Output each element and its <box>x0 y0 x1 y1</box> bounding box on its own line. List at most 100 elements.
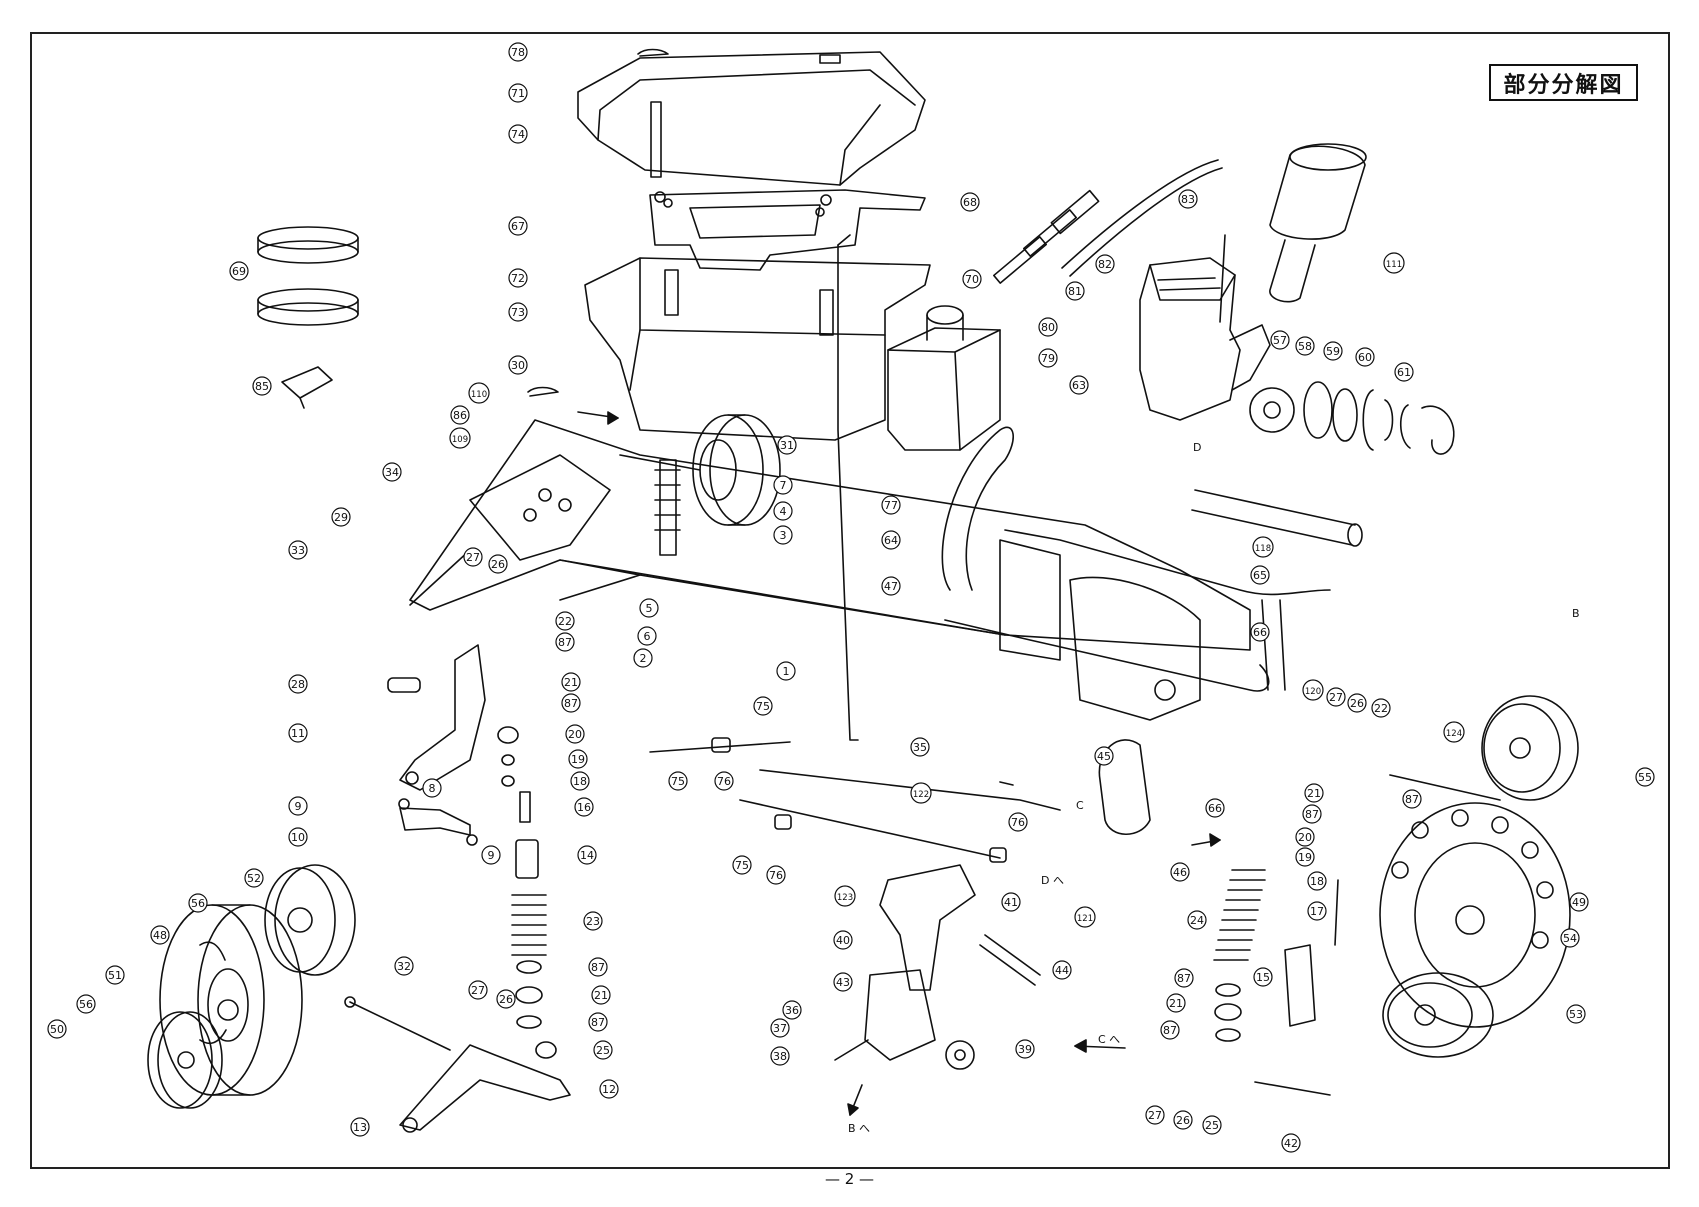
svg-text:87: 87 <box>558 636 572 649</box>
cross-reference-letters: BCD へDC へB へ <box>848 441 1580 1135</box>
callout-61: 61 <box>1394 362 1414 382</box>
callout-18: 18 <box>570 771 590 791</box>
svg-text:75: 75 <box>671 775 685 788</box>
svg-text:36: 36 <box>785 1004 799 1017</box>
svg-text:118: 118 <box>1255 544 1271 554</box>
callout-6: 6 <box>637 626 657 646</box>
svg-text:1: 1 <box>783 665 790 678</box>
svg-text:18: 18 <box>1310 875 1324 888</box>
svg-text:43: 43 <box>836 976 850 989</box>
front-shock <box>619 454 701 556</box>
svg-text:4: 4 <box>780 505 787 518</box>
svg-text:22: 22 <box>558 615 572 628</box>
callout-38: 38 <box>770 1046 790 1066</box>
callout-123: 123 <box>834 885 856 907</box>
callout-12: 12 <box>599 1079 619 1099</box>
svg-text:11: 11 <box>291 727 305 740</box>
svg-text:10: 10 <box>291 831 305 844</box>
svg-text:5: 5 <box>646 602 653 615</box>
svg-text:15: 15 <box>1256 971 1270 984</box>
callout-2: 2 <box>633 648 653 668</box>
callout-48: 48 <box>150 925 170 945</box>
callout-26: 26 <box>496 989 516 1009</box>
svg-text:74: 74 <box>511 128 525 141</box>
callout-85: 85 <box>252 376 272 396</box>
svg-text:2: 2 <box>640 652 647 665</box>
callout-59: 59 <box>1323 341 1343 361</box>
svg-text:27: 27 <box>1148 1109 1162 1122</box>
svg-text:19: 19 <box>1298 851 1312 864</box>
callout-120: 120 <box>1302 679 1324 701</box>
svg-text:56: 56 <box>191 897 205 910</box>
callout-87: 87 <box>555 632 575 652</box>
svg-text:26: 26 <box>1176 1114 1190 1127</box>
callout-63: 63 <box>1069 375 1089 395</box>
svg-text:42: 42 <box>1284 1137 1298 1150</box>
callout-9: 9 <box>288 796 308 816</box>
callout-75: 75 <box>732 855 752 875</box>
callout-34: 34 <box>382 462 402 482</box>
callout-21: 21 <box>1304 783 1324 803</box>
callout-52: 52 <box>244 868 264 888</box>
callout-81: 81 <box>1065 281 1085 301</box>
diagram-title: 部分分解図 <box>1489 64 1638 101</box>
svg-text:45: 45 <box>1097 750 1111 763</box>
callout-29: 29 <box>331 507 351 527</box>
svg-text:109: 109 <box>452 435 468 445</box>
callout-24: 24 <box>1187 910 1207 930</box>
svg-text:80: 80 <box>1041 321 1055 334</box>
callout-39: 39 <box>1015 1039 1035 1059</box>
svg-text:16: 16 <box>577 801 591 814</box>
callout-5: 5 <box>639 598 659 618</box>
callout-75: 75 <box>668 771 688 791</box>
callout-10: 10 <box>288 827 308 847</box>
svg-text:79: 79 <box>1041 352 1055 365</box>
front-bumper <box>409 454 611 606</box>
svg-text:49: 49 <box>1572 896 1586 909</box>
callout-19: 19 <box>568 749 588 769</box>
svg-text:32: 32 <box>397 960 411 973</box>
svg-text:121: 121 <box>1077 914 1093 924</box>
svg-text:26: 26 <box>499 993 513 1006</box>
callout-22: 22 <box>1371 698 1391 718</box>
callout-57: 57 <box>1270 330 1290 350</box>
svg-text:39: 39 <box>1018 1043 1032 1056</box>
svg-text:24: 24 <box>1190 914 1204 927</box>
rear-rim-outer <box>1481 695 1579 801</box>
svg-text:122: 122 <box>913 790 929 800</box>
callout-87: 87 <box>1302 804 1322 824</box>
svg-text:23: 23 <box>586 915 600 928</box>
svg-text:26: 26 <box>1350 697 1364 710</box>
callout-32: 32 <box>394 956 414 976</box>
callout-17: 17 <box>1307 901 1327 921</box>
rear-damper <box>1213 869 1339 1042</box>
callout-74: 74 <box>508 124 528 144</box>
svg-text:20: 20 <box>568 728 582 741</box>
callout-66: 66 <box>1250 622 1270 642</box>
callout-13: 13 <box>350 1117 370 1137</box>
callout-65: 65 <box>1250 565 1270 585</box>
callout-124: 124 <box>1443 721 1465 743</box>
svg-text:21: 21 <box>1169 997 1183 1010</box>
callout-76: 76 <box>1008 812 1028 832</box>
svg-text:12: 12 <box>602 1083 616 1096</box>
callout-21: 21 <box>561 672 581 692</box>
svg-text:63: 63 <box>1072 379 1086 392</box>
callout-15: 15 <box>1253 967 1273 987</box>
svg-text:87: 87 <box>1305 808 1319 821</box>
callout-58: 58 <box>1295 336 1315 356</box>
svg-text:120: 120 <box>1305 687 1321 697</box>
callout-26: 26 <box>488 554 508 574</box>
callout-53: 53 <box>1566 1004 1586 1024</box>
callout-27: 27 <box>463 547 483 567</box>
callout-11: 11 <box>288 723 308 743</box>
svg-text:59: 59 <box>1326 345 1340 358</box>
callout-7: 7 <box>773 475 793 495</box>
body-post <box>650 101 662 178</box>
svg-text:21: 21 <box>564 676 578 689</box>
svg-text:30: 30 <box>511 359 525 372</box>
body-mount-plate <box>649 189 926 271</box>
svg-text:124: 124 <box>1446 729 1462 739</box>
svg-text:68: 68 <box>963 196 977 209</box>
